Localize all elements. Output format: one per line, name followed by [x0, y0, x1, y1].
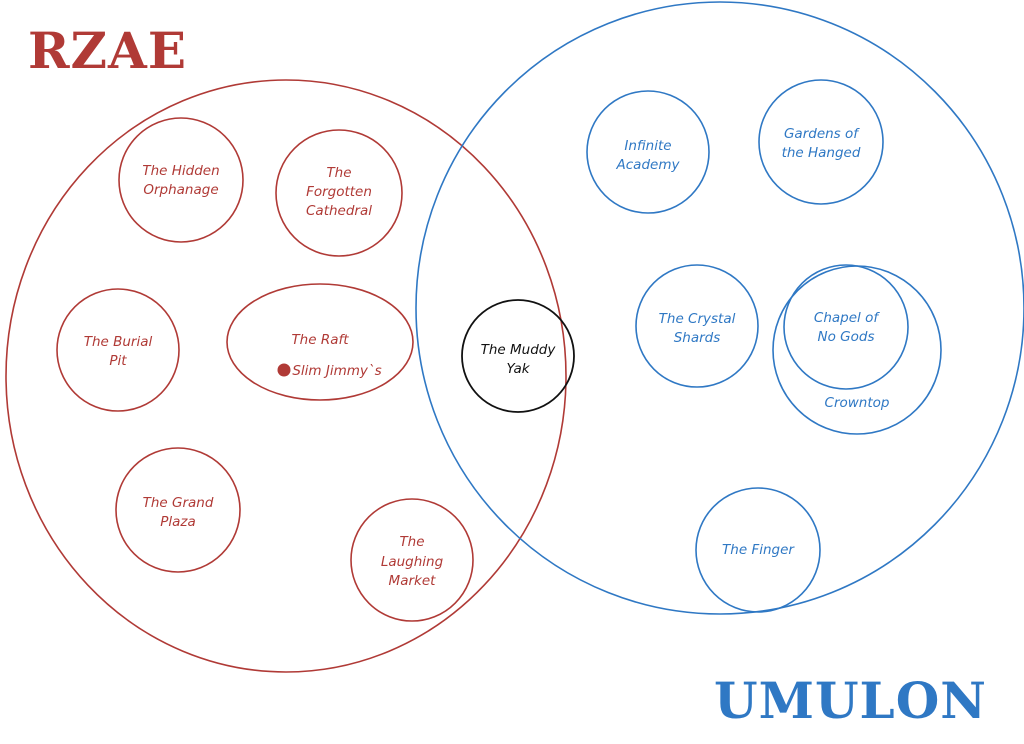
location-label-line: The — [326, 165, 351, 181]
location-finger[interactable]: The Finger — [695, 487, 821, 613]
location-circle — [226, 283, 414, 401]
location-laughing-market[interactable]: The Laughing Market — [350, 498, 474, 622]
location-label: The Finger — [722, 542, 795, 558]
location-label-line: Cathedral — [306, 203, 372, 219]
location-label-line: No Gods — [818, 329, 875, 345]
location-circle — [461, 299, 575, 413]
location-label-line: Plaza — [160, 514, 196, 530]
location-label-line: The Hidden — [142, 163, 219, 179]
location-burial-pit[interactable]: The Burial Pit — [56, 288, 180, 412]
location-circle — [275, 129, 403, 257]
location-circle — [350, 498, 474, 622]
sublocation-label: Slim Jimmy`s — [292, 363, 381, 379]
location-label: Crowntop — [825, 395, 890, 411]
location-label-line: The Burial — [84, 334, 153, 350]
location-circle — [758, 79, 884, 205]
location-label-line: The Grand — [143, 495, 214, 511]
location-forgotten-cathedral[interactable]: The Forgotten Cathedral — [275, 129, 403, 257]
location-gardens-hanged[interactable]: Gardens of the Hanged — [758, 79, 884, 205]
location-label-line: The Muddy — [481, 342, 557, 358]
location-circle — [56, 288, 180, 412]
location-raft[interactable]: The Raft Slim Jimmy`s — [226, 283, 414, 401]
location-label-line: Yak — [506, 361, 530, 377]
umulon-title: UMULON — [714, 671, 987, 730]
location-label-line: Academy — [616, 157, 681, 173]
location-label-line: Infinite — [624, 138, 671, 154]
location-hidden-orphanage[interactable]: The Hidden Orphanage — [118, 117, 244, 243]
rzae-region — [5, 79, 567, 673]
location-chapel-no-gods[interactable]: Chapel of No Gods — [783, 264, 909, 390]
location-label-line: Forgotten — [306, 184, 372, 200]
location-circle — [586, 90, 710, 214]
location-label-line: Pit — [109, 353, 127, 369]
location-circle — [115, 447, 241, 573]
location-label-line: The Crystal — [659, 311, 736, 327]
location-label-line: Chapel of — [814, 310, 880, 326]
location-grand-plaza[interactable]: The Grand Plaza — [115, 447, 241, 573]
rzae-title: RZAE — [28, 21, 187, 80]
location-label-line: Gardens of — [784, 126, 860, 142]
location-label-line: Orphanage — [143, 182, 218, 198]
location-muddy-yak[interactable]: The Muddy Yak — [461, 299, 575, 413]
location-crystal-shards[interactable]: The Crystal Shards — [635, 264, 759, 388]
location-infinite-academy[interactable]: Infinite Academy — [586, 90, 710, 214]
location-label-line: Laughing — [381, 554, 444, 570]
umulon-region — [415, 1, 1024, 615]
location-label-line: Shards — [674, 330, 721, 346]
location-circle — [635, 264, 759, 388]
location-label: The Raft — [291, 332, 349, 348]
sublocation-marker-icon — [277, 363, 291, 377]
location-circle — [695, 487, 821, 613]
location-circle — [118, 117, 244, 243]
location-label-line: the Hanged — [782, 145, 861, 161]
location-circle — [783, 264, 909, 390]
location-label-line: The — [399, 534, 424, 550]
location-label-line: Market — [389, 573, 437, 589]
location-crowntop[interactable]: Crowntop — [772, 265, 942, 435]
